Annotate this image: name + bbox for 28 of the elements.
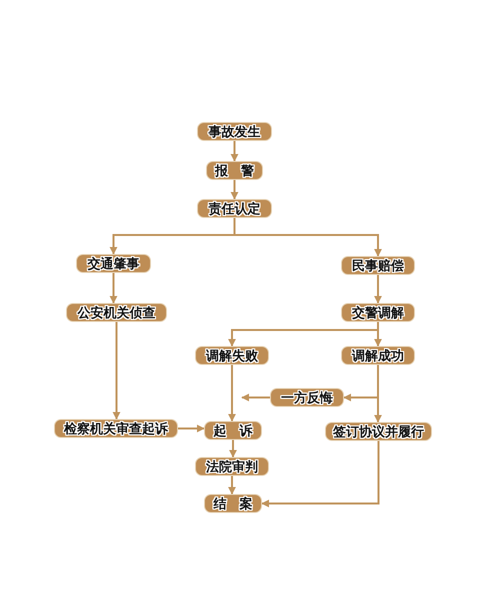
- arrow: [374, 322, 382, 347]
- arrow: [261, 441, 380, 508]
- arrow: [228, 365, 236, 422]
- arrow: [241, 394, 270, 402]
- process-box: 结案: [204, 494, 262, 513]
- process-box: 事故发生: [197, 122, 272, 141]
- process-box: 民事赔偿: [341, 256, 415, 275]
- arrow: [110, 273, 118, 304]
- process-box: 法院审判: [195, 457, 269, 476]
- process-box: 调解成功: [341, 346, 415, 365]
- process-box: 检察机关审查起诉: [54, 419, 178, 438]
- arrow: [230, 180, 238, 200]
- arrow: [112, 322, 120, 420]
- process-box: 公安机关侦查: [66, 303, 167, 322]
- arrow: [178, 424, 205, 432]
- process-box: 责任认定: [197, 199, 272, 218]
- process-box: 交通肇事: [76, 254, 151, 273]
- arrow: [230, 141, 238, 162]
- arrow: [229, 440, 237, 458]
- arrow: [228, 476, 236, 495]
- process-box: 调解失败: [195, 346, 269, 365]
- process-box: 起诉: [204, 421, 262, 440]
- process-box: 一方反悔: [270, 388, 344, 407]
- process-box: 报警: [206, 161, 263, 180]
- process-box: 签订协议并履行: [325, 422, 432, 441]
- process-box: 交警调解: [341, 303, 415, 322]
- arrow: [374, 275, 382, 304]
- arrow: [234, 218, 382, 257]
